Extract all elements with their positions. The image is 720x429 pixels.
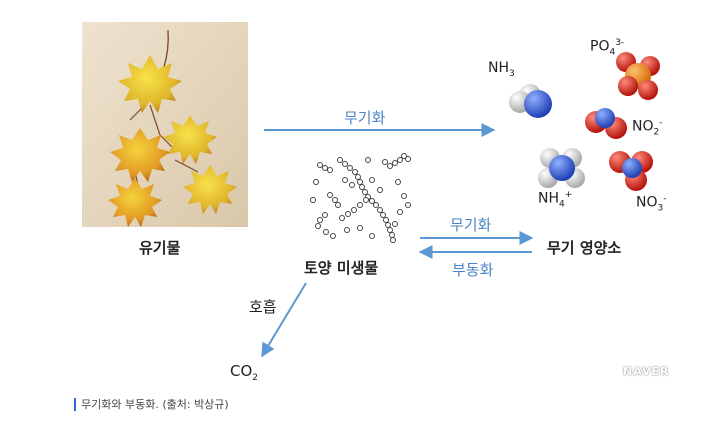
leaf-shape — [110, 128, 170, 182]
po4-molecule — [616, 52, 660, 100]
nh3-molecule — [509, 84, 552, 118]
nh4-molecule — [538, 148, 585, 188]
mineralization-label-mid: 무기화 — [450, 216, 492, 234]
figure-caption: 무기화와 부동화. (출처: 박상규) — [74, 398, 229, 411]
organic-matter-label: 유기물 — [139, 239, 181, 257]
mineralization-label-top: 무기화 — [344, 109, 386, 127]
no2-molecule — [585, 108, 627, 139]
soil-microbes-label: 토양 미생물 — [304, 259, 379, 277]
soil-microbes-image — [310, 153, 411, 243]
no2-formula: NO2- — [632, 118, 663, 138]
no3-molecule — [609, 151, 653, 191]
microbe-chain — [310, 153, 411, 243]
po4-formula: PO43- — [590, 38, 625, 58]
no3-formula: NO3- — [636, 194, 667, 214]
leaf-shape — [163, 115, 217, 164]
co2-formula: CO2 — [230, 362, 259, 383]
respiration-label: 호흡 — [249, 298, 277, 316]
leaf-shape — [108, 178, 162, 227]
nh4-formula: NH4+ — [538, 190, 573, 210]
respiration-arrow — [261, 282, 307, 358]
leaf-shape — [118, 55, 182, 113]
nh3-formula: NH3 — [488, 60, 515, 79]
inorganic-nutrients-label: 무기 영양소 — [547, 239, 622, 257]
organic-matter-image — [82, 22, 248, 227]
immobilization-label: 부동화 — [452, 261, 494, 279]
naver-watermark: NAVER — [623, 365, 670, 378]
leaf-shape — [183, 165, 237, 214]
